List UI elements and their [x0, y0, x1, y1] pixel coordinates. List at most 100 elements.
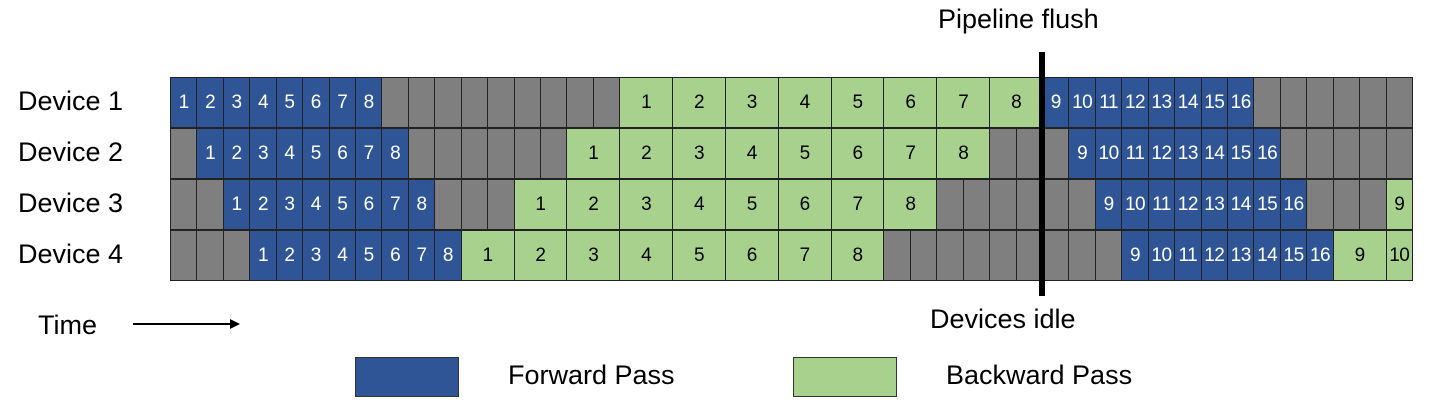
forward-pass-cell: 16	[1227, 77, 1255, 128]
forward-pass-cell: 13	[1174, 128, 1202, 179]
backward-pass-cell: 8	[883, 179, 938, 230]
backward-pass-cell: 10	[1385, 230, 1413, 281]
forward-pass-cell: 1	[222, 179, 251, 230]
idle-cell	[962, 230, 991, 281]
forward-pass-cell: 6	[354, 179, 383, 230]
forward-pass-cell: 13	[1200, 179, 1229, 230]
idle-cell	[513, 77, 541, 128]
backward-pass-cell: 1	[619, 77, 674, 128]
idle-cell	[1015, 179, 1044, 230]
forward-pass-cell: 5	[275, 77, 304, 128]
backward-pass-cell: 7	[777, 230, 832, 281]
idle-cell	[170, 230, 198, 281]
idle-cell	[1332, 179, 1361, 230]
forward-pass-cell: 9	[1068, 128, 1096, 179]
idle-cell	[196, 179, 224, 230]
forward-pass-cell: 15	[1253, 179, 1281, 230]
idle-cell	[1306, 179, 1334, 230]
forward-pass-cell: 5	[354, 230, 383, 281]
forward-pass-cell: 10	[1147, 230, 1176, 281]
backward-pass-cell: 7	[883, 128, 938, 179]
backward-pass-cell: 8	[936, 128, 991, 179]
idle-cell	[487, 179, 515, 230]
idle-cell	[989, 179, 1017, 230]
idle-cell	[196, 230, 224, 281]
backward-pass-cell: 4	[724, 128, 779, 179]
idle-cell	[1094, 230, 1123, 281]
forward-pass-cell: 3	[275, 179, 304, 230]
idle-cell	[1306, 128, 1334, 179]
backward-pass-cell: 4	[777, 77, 832, 128]
forward-pass-cell: 9	[1042, 77, 1070, 128]
backward-pass-cell: 2	[672, 77, 726, 128]
backward-pass-cell: 1	[566, 128, 621, 179]
idle-cell	[434, 77, 462, 128]
backward-pass-cell: 6	[777, 179, 832, 230]
forward-pass-cell: 4	[328, 230, 356, 281]
backward-pass-cell: 1	[460, 230, 515, 281]
backward-pass-cell: 9	[1332, 230, 1387, 281]
forward-pass-cell: 1	[196, 128, 224, 179]
forward-pass-cell: 4	[249, 77, 277, 128]
backward-pass-cell: 2	[513, 230, 568, 281]
idle-cell	[513, 128, 541, 179]
forward-pass-cell: 12	[1200, 230, 1229, 281]
pipeline-flush-label: Pipeline flush	[938, 4, 1099, 34]
device-label-3: Device 3	[18, 188, 124, 218]
backward-pass-cell: 9	[1385, 179, 1413, 230]
idle-cell	[883, 230, 911, 281]
idle-cell	[1385, 77, 1413, 128]
forward-pass-cell: 8	[434, 230, 462, 281]
idle-cell	[1279, 128, 1308, 179]
backward-pass-cell: 7	[830, 179, 885, 230]
idle-cell	[1253, 77, 1281, 128]
forward-pass-cell: 1	[170, 77, 198, 128]
forward-pass-cell: 7	[407, 230, 436, 281]
backward-pass-cell: 3	[619, 179, 674, 230]
legend-forward-swatch	[355, 357, 459, 397]
forward-pass-cell: 3	[222, 77, 251, 128]
idle-cell	[962, 179, 991, 230]
backward-pass-cell: 4	[619, 230, 674, 281]
backward-pass-cell: 3	[566, 230, 621, 281]
forward-pass-cell: 7	[354, 128, 383, 179]
forward-pass-cell: 11	[1121, 128, 1149, 179]
idle-cell	[381, 77, 409, 128]
forward-pass-cell: 7	[328, 77, 356, 128]
forward-pass-cell: 4	[275, 128, 304, 179]
idle-cell	[434, 179, 462, 230]
forward-pass-cell: 16	[1279, 179, 1308, 230]
time-arrow-icon	[133, 319, 240, 329]
idle-cell	[407, 77, 436, 128]
idle-cell	[1332, 77, 1361, 128]
forward-pass-cell: 16	[1253, 128, 1281, 179]
idle-cell	[936, 179, 964, 230]
backward-pass-cell: 7	[936, 77, 991, 128]
forward-pass-cell: 7	[381, 179, 409, 230]
backward-pass-cell: 5	[830, 77, 885, 128]
idle-cell	[460, 128, 489, 179]
forward-pass-cell: 5	[328, 179, 356, 230]
forward-pass-cell: 11	[1174, 230, 1202, 281]
idle-cell	[1306, 77, 1334, 128]
idle-cell	[1332, 128, 1361, 179]
idle-cell	[170, 179, 198, 230]
idle-cell	[989, 128, 1017, 179]
idle-cell	[1042, 128, 1070, 179]
forward-pass-cell: 16	[1306, 230, 1334, 281]
backward-pass-cell: 8	[989, 77, 1044, 128]
idle-cell	[1068, 230, 1096, 281]
idle-cell	[460, 179, 489, 230]
time-label: Time	[38, 310, 97, 340]
forward-pass-cell: 12	[1147, 128, 1176, 179]
backward-pass-cell: 6	[724, 230, 779, 281]
backward-pass-cell: 4	[672, 179, 726, 230]
idle-cell	[1279, 77, 1308, 128]
forward-pass-cell: 13	[1147, 77, 1176, 128]
forward-pass-cell: 13	[1227, 230, 1255, 281]
pipeline-flush-line	[1039, 52, 1045, 296]
idle-cell	[170, 128, 198, 179]
